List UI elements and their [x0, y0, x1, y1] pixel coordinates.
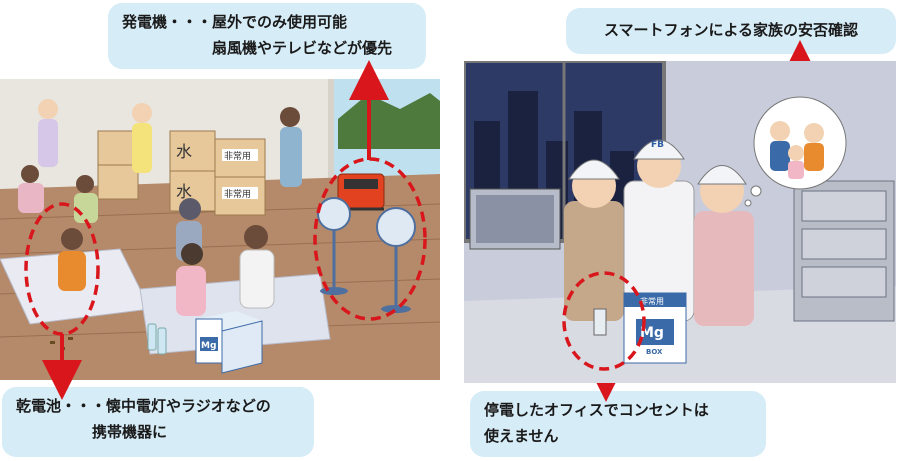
office-illustration: FB Mg 非常用 BOX	[464, 61, 896, 383]
water-box-label: 水	[176, 142, 192, 161]
shelter-illustration: 水 水 非常用 非常用 Mg	[0, 79, 440, 380]
outlet-highlight	[562, 271, 646, 371]
generator-callout-line1: 発電機・・・屋外でのみ使用可能	[122, 13, 348, 31]
office-callout-line2: 使えません	[484, 427, 559, 445]
mg-box-left-label: Mg	[201, 341, 216, 351]
mg-box-right-label: Mg	[640, 325, 664, 341]
batteries-callout-line1: 乾電池・・・懐中電灯やラジオなどの	[16, 397, 271, 415]
batteries-callout-line2: 携帯機器に	[92, 423, 168, 441]
generator-callout-line2: 扇風機やテレビなどが優先	[212, 39, 393, 57]
family-figures	[770, 121, 824, 179]
electric-fans	[317, 197, 416, 313]
emergency-box-label: 非常用	[224, 150, 251, 162]
mg-box-left	[195, 311, 263, 374]
smartphone-callout-line1: スマートフォンによる家族の安否確認	[603, 21, 859, 39]
generator-callout: 発電機・・・屋外でのみ使用可能 扇風機やテレビなどが優先	[108, 3, 426, 69]
mg-box-right-sub: BOX	[646, 348, 663, 356]
mg-box-right-top: 非常用	[640, 296, 664, 306]
smartphone-callout: スマートフォンによる家族の安否確認	[566, 8, 896, 54]
office-workers	[564, 139, 754, 326]
emergency-box-label-2: 非常用	[224, 188, 251, 200]
office-callout: 停電したオフィスでコンセントは 使えません	[470, 391, 766, 457]
helmet-mark: FB	[651, 140, 664, 150]
office-callout-line1: 停電したオフィスでコンセントは	[484, 401, 709, 419]
water-box-label-2: 水	[176, 182, 192, 201]
evacuee-figures	[18, 99, 302, 316]
